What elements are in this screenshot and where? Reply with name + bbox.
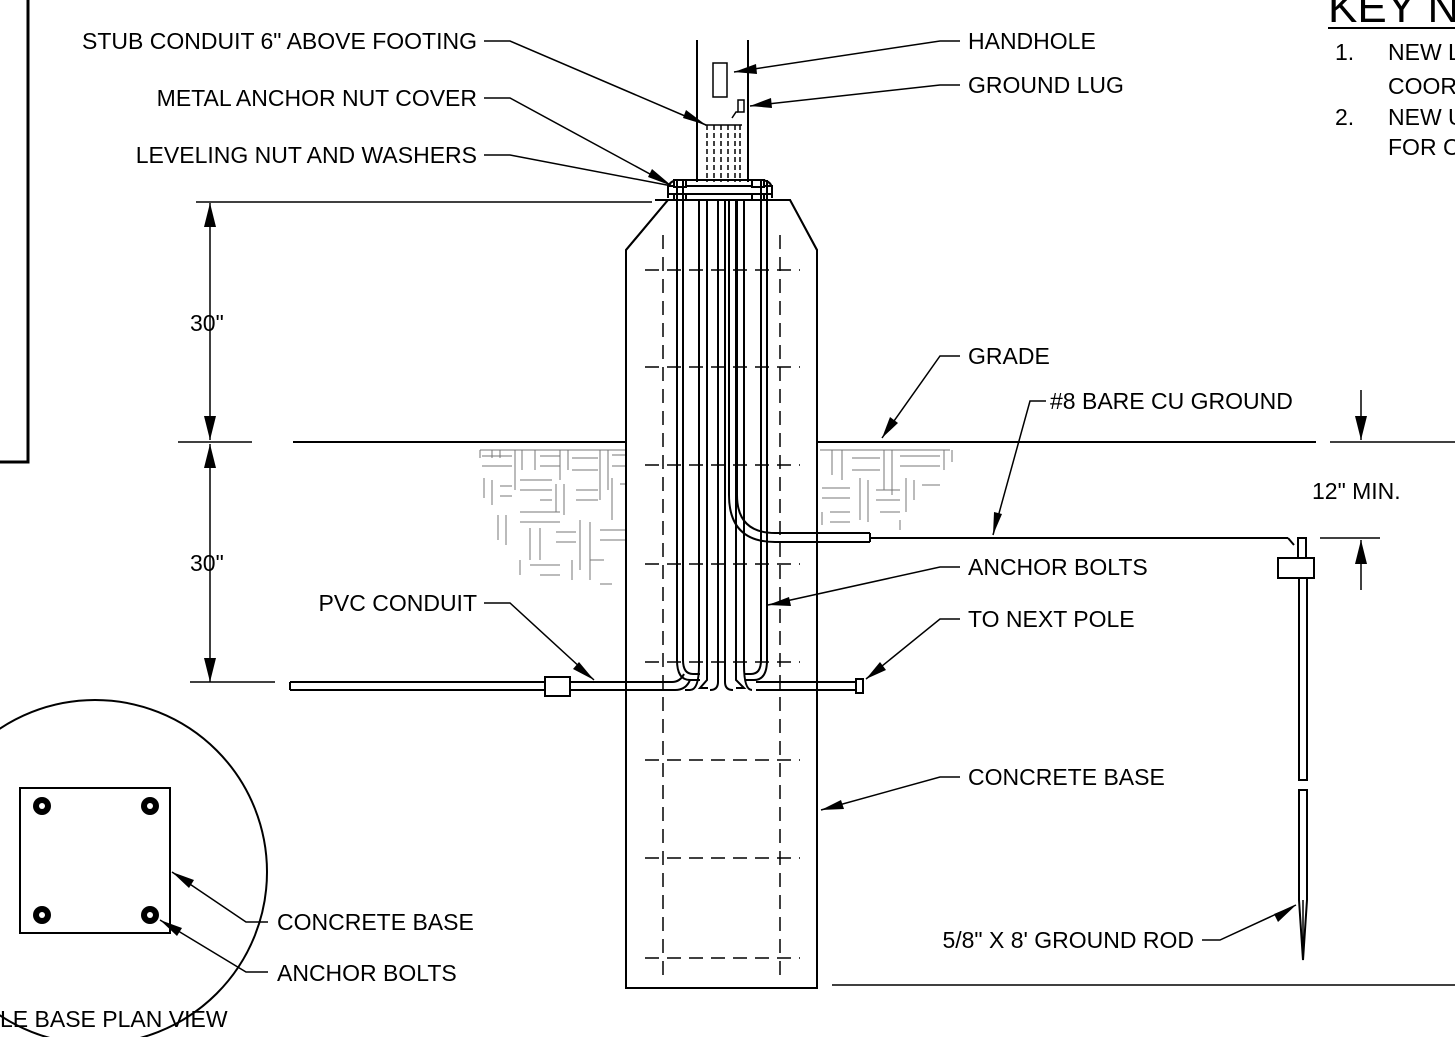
key-note-2-line1: NEW U bbox=[1388, 104, 1455, 130]
handhole-opening bbox=[712, 62, 728, 98]
conduit-to-next-pole bbox=[756, 678, 864, 694]
callout-concrete-base: CONCRETE BASE bbox=[968, 764, 1165, 790]
soil-hatch-right bbox=[820, 449, 953, 530]
callout-ground-lug: GROUND LUG bbox=[968, 72, 1124, 98]
callout-grade: GRADE bbox=[968, 343, 1050, 369]
pvc-conduit-left bbox=[289, 673, 691, 697]
key-note-1-number: 1. bbox=[1335, 39, 1354, 65]
dimension-ground-depth-label: 12" MIN. bbox=[1312, 478, 1401, 504]
callout-pvc-conduit: PVC CONDUIT bbox=[319, 590, 477, 616]
plan-view-base-square bbox=[19, 787, 171, 934]
base-plate bbox=[667, 185, 773, 195]
leveling-nut-left bbox=[673, 179, 687, 188]
plan-view-anchor-bolts bbox=[33, 797, 159, 924]
key-notes-title: KEY N bbox=[1328, 0, 1455, 32]
leveling-nut-right bbox=[751, 179, 765, 188]
plan-view-circle bbox=[0, 699, 268, 1037]
pole-shaft bbox=[696, 40, 749, 182]
pvc-coupling bbox=[544, 676, 571, 697]
rebar-cage bbox=[645, 235, 800, 975]
plan-view-anchor-bolts-label: ANCHOR BOLTS bbox=[277, 960, 457, 986]
plan-view-caption: LE BASE PLAN VIEW bbox=[0, 1006, 228, 1032]
callout-metal-anchor-nut-cover: METAL ANCHOR NUT COVER bbox=[157, 85, 477, 111]
concrete-base-hatch-cover bbox=[627, 201, 816, 987]
key-note-2-line2: FOR C bbox=[1388, 134, 1455, 160]
ground-rod bbox=[1277, 537, 1315, 961]
callout-stub-conduit: STUB CONDUIT 6" ABOVE FOOTING bbox=[82, 28, 477, 54]
callout-handhole: HANDHOLE bbox=[968, 28, 1096, 54]
leader-arrowheads bbox=[573, 64, 1296, 922]
callout-leveling-nut: LEVELING NUT AND WASHERS bbox=[136, 142, 477, 168]
ground-rod-clamp bbox=[1277, 557, 1315, 579]
callout-ground-rod: 5/8" X 8' GROUND ROD bbox=[942, 927, 1194, 953]
key-note-1-line1: NEW L bbox=[1388, 39, 1455, 65]
dimension-upper-label: 30" bbox=[190, 310, 224, 336]
plan-view-concrete-base-label: CONCRETE BASE bbox=[277, 909, 474, 935]
dimension-lower-label: 30" bbox=[190, 550, 224, 576]
dimension-lines bbox=[190, 201, 1380, 683]
conduits-in-base bbox=[685, 200, 871, 691]
soil-hatch-left bbox=[479, 449, 626, 585]
callout-to-next-pole: TO NEXT POLE bbox=[968, 606, 1135, 632]
callout-bare-cu-ground: #8 BARE CU GROUND bbox=[1050, 388, 1293, 414]
ground-lug-tab bbox=[737, 99, 745, 113]
key-note-1-line2: COOR bbox=[1388, 73, 1455, 99]
key-notes: KEY N 1. NEW L COOR 2. NEW U FOR C bbox=[1328, 0, 1455, 160]
adjacent-frame-border bbox=[0, 0, 30, 464]
plan-view bbox=[0, 699, 268, 1037]
callout-anchor-bolts: ANCHOR BOLTS bbox=[968, 554, 1148, 580]
key-note-2-number: 2. bbox=[1335, 104, 1354, 130]
leader-lines bbox=[484, 40, 1297, 941]
